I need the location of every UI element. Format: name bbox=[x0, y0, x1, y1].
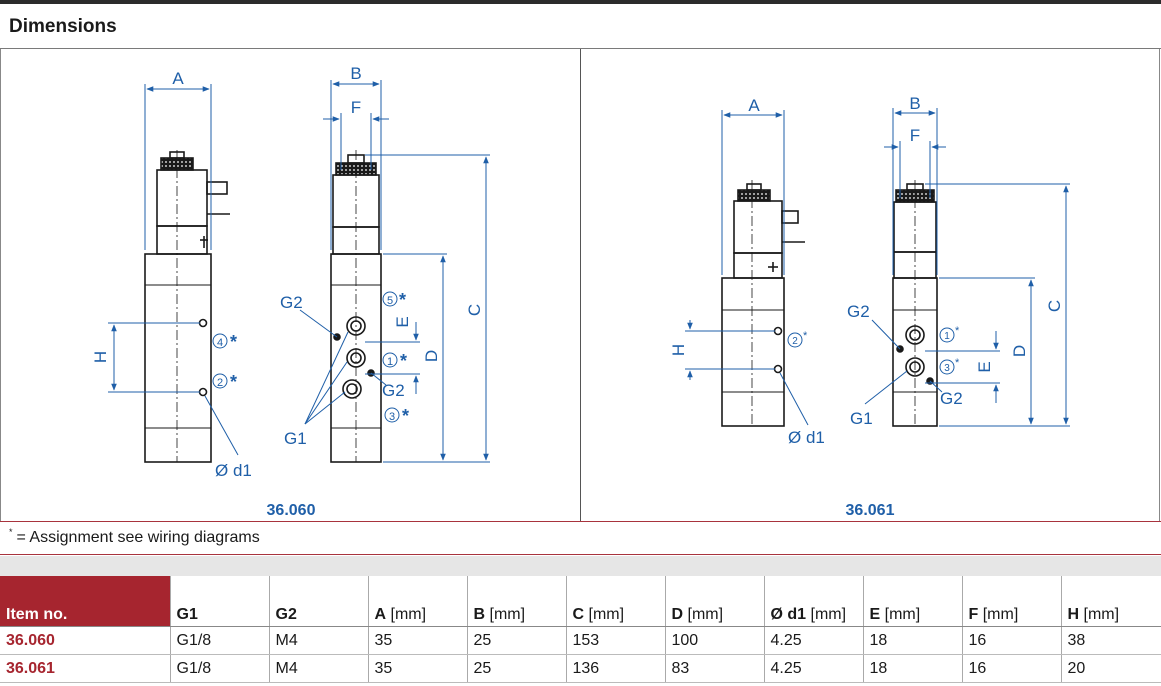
dimensions-table: Item no. G1 G2 A [mm] B [mm] C [mm] D [m… bbox=[0, 576, 1161, 683]
port-star: * bbox=[400, 351, 407, 371]
note-bottom-rule bbox=[0, 554, 1161, 555]
dim-label-b: B bbox=[350, 64, 361, 83]
dim-label-a: A bbox=[748, 96, 760, 115]
table-cell: 20 bbox=[1061, 654, 1161, 683]
table-cell: 35 bbox=[368, 654, 468, 683]
dim-label-a: A bbox=[172, 69, 184, 88]
frame-border-left bbox=[0, 49, 1, 521]
drawing-36060-front bbox=[330, 150, 382, 463]
column-header-b: B [mm] bbox=[467, 576, 567, 627]
port-star: * bbox=[399, 290, 406, 310]
table-cell-item-no: 36.060 bbox=[0, 626, 171, 655]
port-number: 4 bbox=[217, 337, 223, 349]
column-header-g2: G2 bbox=[269, 576, 369, 627]
port-star: * bbox=[402, 406, 409, 426]
section-title: Dimensions bbox=[9, 16, 117, 37]
port-number: 1 bbox=[387, 356, 393, 368]
column-header-d1: Ø d1 [mm] bbox=[764, 576, 864, 627]
table-cell: G1/8 bbox=[170, 654, 270, 683]
table-cell: 136 bbox=[566, 654, 666, 683]
table-cell: 25 bbox=[467, 654, 567, 683]
frame-border-right bbox=[1159, 49, 1160, 521]
table-top-band bbox=[0, 556, 1161, 576]
table-cell: 18 bbox=[863, 626, 963, 655]
label-d1: Ø d1 bbox=[215, 461, 252, 480]
port-number: 5 bbox=[387, 295, 393, 307]
table-cell: 100 bbox=[665, 626, 765, 655]
drawing-caption-36061: 36.061 bbox=[846, 502, 895, 519]
column-header-h: H [mm] bbox=[1061, 576, 1161, 627]
labels-36060: A B F C D E H G2 G2 G1 Ø d1 5 4 2 1 3 * … bbox=[91, 64, 484, 519]
drawing-36061-front bbox=[892, 180, 938, 427]
label-g2-lower: G2 bbox=[382, 381, 405, 400]
drawing-caption-36060: 36.060 bbox=[267, 502, 316, 519]
table-cell: 18 bbox=[863, 654, 963, 683]
label-d1: Ø d1 bbox=[788, 428, 825, 447]
table-cell: M4 bbox=[269, 626, 369, 655]
column-header-f: F [mm] bbox=[962, 576, 1062, 627]
column-header-d: D [mm] bbox=[665, 576, 765, 627]
port-number: 2 bbox=[792, 336, 798, 347]
drawing-divider bbox=[580, 49, 581, 521]
footnote-text: = Assignment see wiring diagrams bbox=[16, 529, 260, 546]
port-number: 1 bbox=[944, 331, 950, 342]
table-cell: 153 bbox=[566, 626, 666, 655]
column-header-c: C [mm] bbox=[566, 576, 666, 627]
table-cell: 38 bbox=[1061, 626, 1161, 655]
table-cell: 83 bbox=[665, 654, 765, 683]
dim-label-b: B bbox=[909, 94, 920, 113]
label-g2: G2 bbox=[280, 293, 303, 312]
table-cell: G1/8 bbox=[170, 626, 270, 655]
dimension-drawings: A B F C D E H G2 G2 G1 Ø d1 5 4 2 1 3 * … bbox=[91, 64, 1070, 519]
note-top-rule bbox=[0, 521, 1161, 522]
label-g1: G1 bbox=[850, 409, 873, 428]
dim-label-f: F bbox=[910, 126, 920, 145]
drawing-36060-side bbox=[144, 150, 230, 463]
dim-label-e: E bbox=[393, 316, 412, 327]
top-bar bbox=[0, 0, 1161, 4]
table-cell: 16 bbox=[962, 626, 1062, 655]
footnote: *= Assignment see wiring diagrams bbox=[9, 527, 260, 547]
port-number: 3 bbox=[944, 363, 950, 374]
table-header-row: Item no. G1 G2 A [mm] B [mm] C [mm] D [m… bbox=[0, 576, 1161, 627]
port-number: 2 bbox=[217, 377, 223, 389]
table-cell-item-no: 36.061 bbox=[0, 654, 171, 683]
dim-label-d: D bbox=[422, 350, 441, 362]
dimensions-36060 bbox=[108, 80, 490, 463]
port-star: * bbox=[955, 357, 960, 369]
port-star: * bbox=[955, 325, 960, 337]
port-star: * bbox=[230, 332, 237, 352]
table-cell: 4.25 bbox=[764, 654, 864, 683]
column-header-item-no: Item no. bbox=[0, 576, 171, 627]
drawing-36061-side bbox=[721, 180, 805, 427]
port-number: 3 bbox=[389, 411, 395, 423]
column-header-a: A [mm] bbox=[368, 576, 468, 627]
table-row: 36.060 G1/8 M4 35 25 153 100 4.25 18 16 … bbox=[0, 626, 1161, 655]
dim-label-h: H bbox=[669, 344, 688, 356]
dim-label-f: F bbox=[351, 98, 361, 117]
table-cell: 16 bbox=[962, 654, 1062, 683]
footnote-symbol: * bbox=[9, 527, 13, 537]
label-g1: G1 bbox=[284, 429, 307, 448]
table-cell: M4 bbox=[269, 654, 369, 683]
table-row: 36.061 G1/8 M4 35 25 136 83 4.25 18 16 2… bbox=[0, 654, 1161, 683]
dim-label-h: H bbox=[91, 351, 110, 363]
dim-label-e: E bbox=[975, 361, 994, 372]
label-g2-lower: G2 bbox=[940, 389, 963, 408]
port-star: * bbox=[230, 372, 237, 392]
dim-label-d: D bbox=[1010, 345, 1029, 357]
dim-label-c: C bbox=[465, 304, 484, 316]
table-cell: 4.25 bbox=[764, 626, 864, 655]
column-header-g1: G1 bbox=[170, 576, 270, 627]
labels-36061: A B F C D E H G2 G2 G1 Ø d1 1 2 3 * * * … bbox=[669, 94, 1064, 519]
table-cell: 35 bbox=[368, 626, 468, 655]
label-g2: G2 bbox=[847, 302, 870, 321]
title-rule bbox=[0, 48, 1161, 49]
port-star: * bbox=[803, 330, 808, 342]
table-cell: 25 bbox=[467, 626, 567, 655]
dim-label-c: C bbox=[1045, 300, 1064, 312]
dimensions-36061 bbox=[685, 108, 1070, 427]
column-header-e: E [mm] bbox=[863, 576, 963, 627]
